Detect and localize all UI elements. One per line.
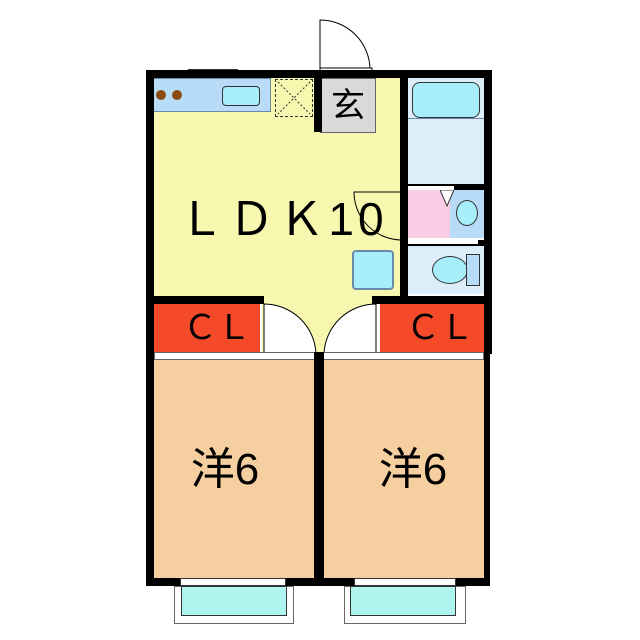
bedroom-right (324, 360, 484, 578)
stove-burner-icon (172, 90, 182, 100)
left-room-door[interactable] (262, 302, 318, 356)
closet-left-label: ＣＬ (183, 309, 251, 347)
closet-right (380, 304, 484, 352)
bedroom-left (154, 360, 314, 578)
entrance-label: 玄 (331, 86, 365, 125)
washroom-door[interactable] (352, 190, 404, 242)
window-right[interactable] (354, 578, 456, 586)
closet-left (154, 304, 260, 352)
closet-right-label: ＣＬ (406, 309, 474, 347)
window-left[interactable] (180, 578, 286, 586)
fridge-space (275, 79, 313, 117)
basin-icon (456, 200, 478, 226)
washing-machine-space (352, 250, 394, 290)
bathtub-icon (412, 82, 480, 118)
stove-burner-icon (156, 90, 166, 100)
sink-icon (222, 86, 260, 106)
entrance-floor (320, 78, 376, 133)
right-room-door[interactable] (322, 302, 378, 356)
toilet-icon (432, 256, 468, 284)
entrance-door[interactable] (318, 18, 378, 74)
toilet-tank (466, 254, 480, 286)
